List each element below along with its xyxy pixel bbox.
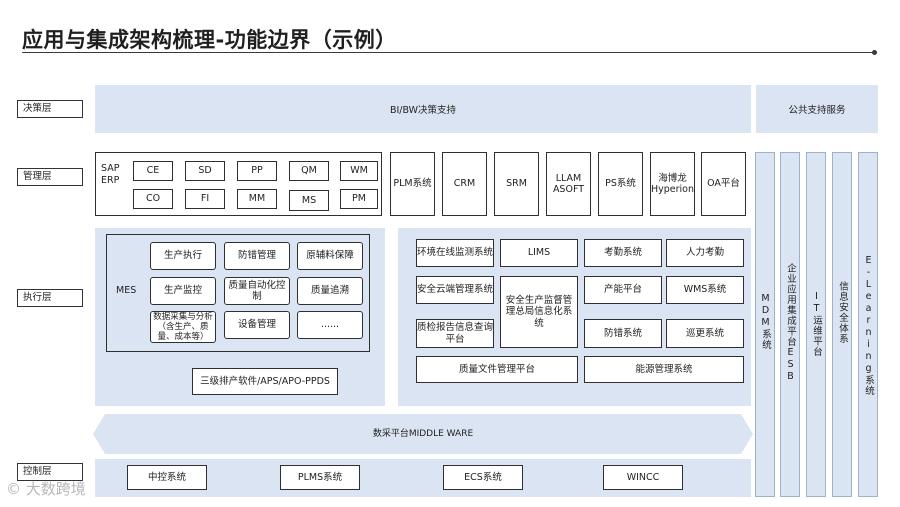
sap-module-pp: PP bbox=[237, 161, 277, 181]
oa-platform: OA平台 bbox=[701, 152, 746, 216]
sap-module-co: CO bbox=[133, 189, 173, 209]
mes-production-execution: 生产执行 bbox=[150, 242, 216, 270]
esb-column: 企业应用集成平台ESB bbox=[780, 152, 800, 497]
energy-management-system: 能源管理系统 bbox=[584, 356, 744, 383]
sap-module-sd: SD bbox=[185, 161, 225, 181]
plms-system: PLMS系统 bbox=[280, 465, 360, 490]
wms-system: WMS系统 bbox=[666, 276, 744, 304]
middleware-label: 数采平台MIDDLE WARE bbox=[372, 428, 474, 439]
mes-error-proofing: 防错管理 bbox=[224, 242, 290, 270]
layer-label-control: 控制层 bbox=[17, 463, 83, 481]
sap-erp-label: SAP ERP bbox=[101, 163, 120, 186]
esb-label: 企业应用集成平台ESB bbox=[785, 263, 796, 383]
mdm-label: MDM系统 bbox=[760, 293, 771, 350]
mes-production-monitoring: 生产监控 bbox=[150, 277, 216, 305]
page-title: 应用与集成架构梳理-功能边界（示例） bbox=[22, 28, 397, 52]
elearning-label: E-Learning系统 bbox=[863, 255, 874, 396]
srm-system: SRM bbox=[494, 152, 539, 216]
mes-equipment-management: 设备管理 bbox=[224, 311, 290, 339]
sap-module-fi: FI bbox=[185, 189, 225, 209]
wincc-system: WINCC bbox=[603, 465, 683, 490]
it-ops-column: IT运维平台 bbox=[806, 152, 826, 497]
error-proof-system: 防错系统 bbox=[584, 319, 662, 348]
mes-quality-automation: 质量自动化控制 bbox=[224, 277, 290, 305]
capacity-platform: 产能平台 bbox=[584, 276, 662, 304]
llam-asoft-system: LLAM ASOFT bbox=[546, 152, 591, 216]
sap-module-qm: QM bbox=[289, 161, 329, 181]
bi-bw-decision-band: BI/BW决策支持 bbox=[95, 85, 751, 133]
mes-material-supply: 原辅料保障 bbox=[297, 242, 363, 270]
title-divider-dot bbox=[872, 50, 877, 55]
central-control-system: 中控系统 bbox=[127, 465, 207, 490]
infosec-label: 信息安全体系 bbox=[837, 281, 848, 344]
lims-system: LIMS bbox=[500, 239, 578, 267]
layer-label-decision: 决策层 bbox=[17, 100, 83, 118]
safety-supervision-system: 安全生产监督管理总局信息化系统 bbox=[500, 276, 578, 348]
mes-quality-traceability: 质量追溯 bbox=[297, 277, 363, 305]
layer-label-management: 管理层 bbox=[17, 168, 83, 186]
public-support-band: 公共支持服务 bbox=[756, 85, 878, 133]
elearning-column: E-Learning系统 bbox=[858, 152, 878, 497]
ecs-system: ECS系统 bbox=[443, 465, 523, 490]
layer-label-execution: 执行层 bbox=[17, 289, 83, 307]
watermark: © 大数跨境 bbox=[6, 480, 86, 498]
crm-system: CRM bbox=[442, 152, 487, 216]
env-monitor-system: 环境在线监测系统 bbox=[416, 239, 494, 267]
sap-module-mm: MM bbox=[237, 189, 277, 209]
sap-module-pm: PM bbox=[340, 189, 378, 209]
sap-module-wm: WM bbox=[340, 161, 378, 181]
hr-attendance: 人力考勤 bbox=[666, 239, 744, 267]
infosec-column: 信息安全体系 bbox=[832, 152, 852, 497]
hyperion-system: 海博龙 Hyperion bbox=[650, 152, 695, 216]
public-support-label: 公共支持服务 bbox=[788, 105, 846, 116]
attendance-system: 考勤系统 bbox=[584, 239, 662, 267]
middleware-arrow bbox=[93, 414, 753, 454]
qc-report-platform: 质检报告信息查询平台 bbox=[416, 319, 494, 348]
ps-system: PS系统 bbox=[598, 152, 643, 216]
mes-more: ...... bbox=[297, 311, 363, 339]
scheduling-software: 三级排产软件/APS/APO-PPDS bbox=[192, 368, 338, 395]
mdm-column: MDM系统 bbox=[755, 152, 775, 497]
title-divider bbox=[22, 52, 876, 53]
safety-cloud-system: 安全云端管理系统 bbox=[416, 276, 494, 304]
mes-data-collection-analysis: 数据采集与分析（含生产、质量、成本等） bbox=[150, 311, 216, 343]
plm-system: PLM系统 bbox=[390, 152, 435, 216]
patrol-system: 巡更系统 bbox=[666, 319, 744, 348]
quality-doc-platform: 质量文件管理平台 bbox=[416, 356, 578, 383]
mes-label: MES bbox=[116, 285, 137, 296]
sap-module-ce: CE bbox=[133, 161, 173, 181]
bi-bw-decision-label: BI/BW决策支持 bbox=[389, 105, 457, 116]
it-ops-label: IT运维平台 bbox=[811, 291, 822, 357]
sap-module-ms: MS bbox=[289, 190, 329, 211]
